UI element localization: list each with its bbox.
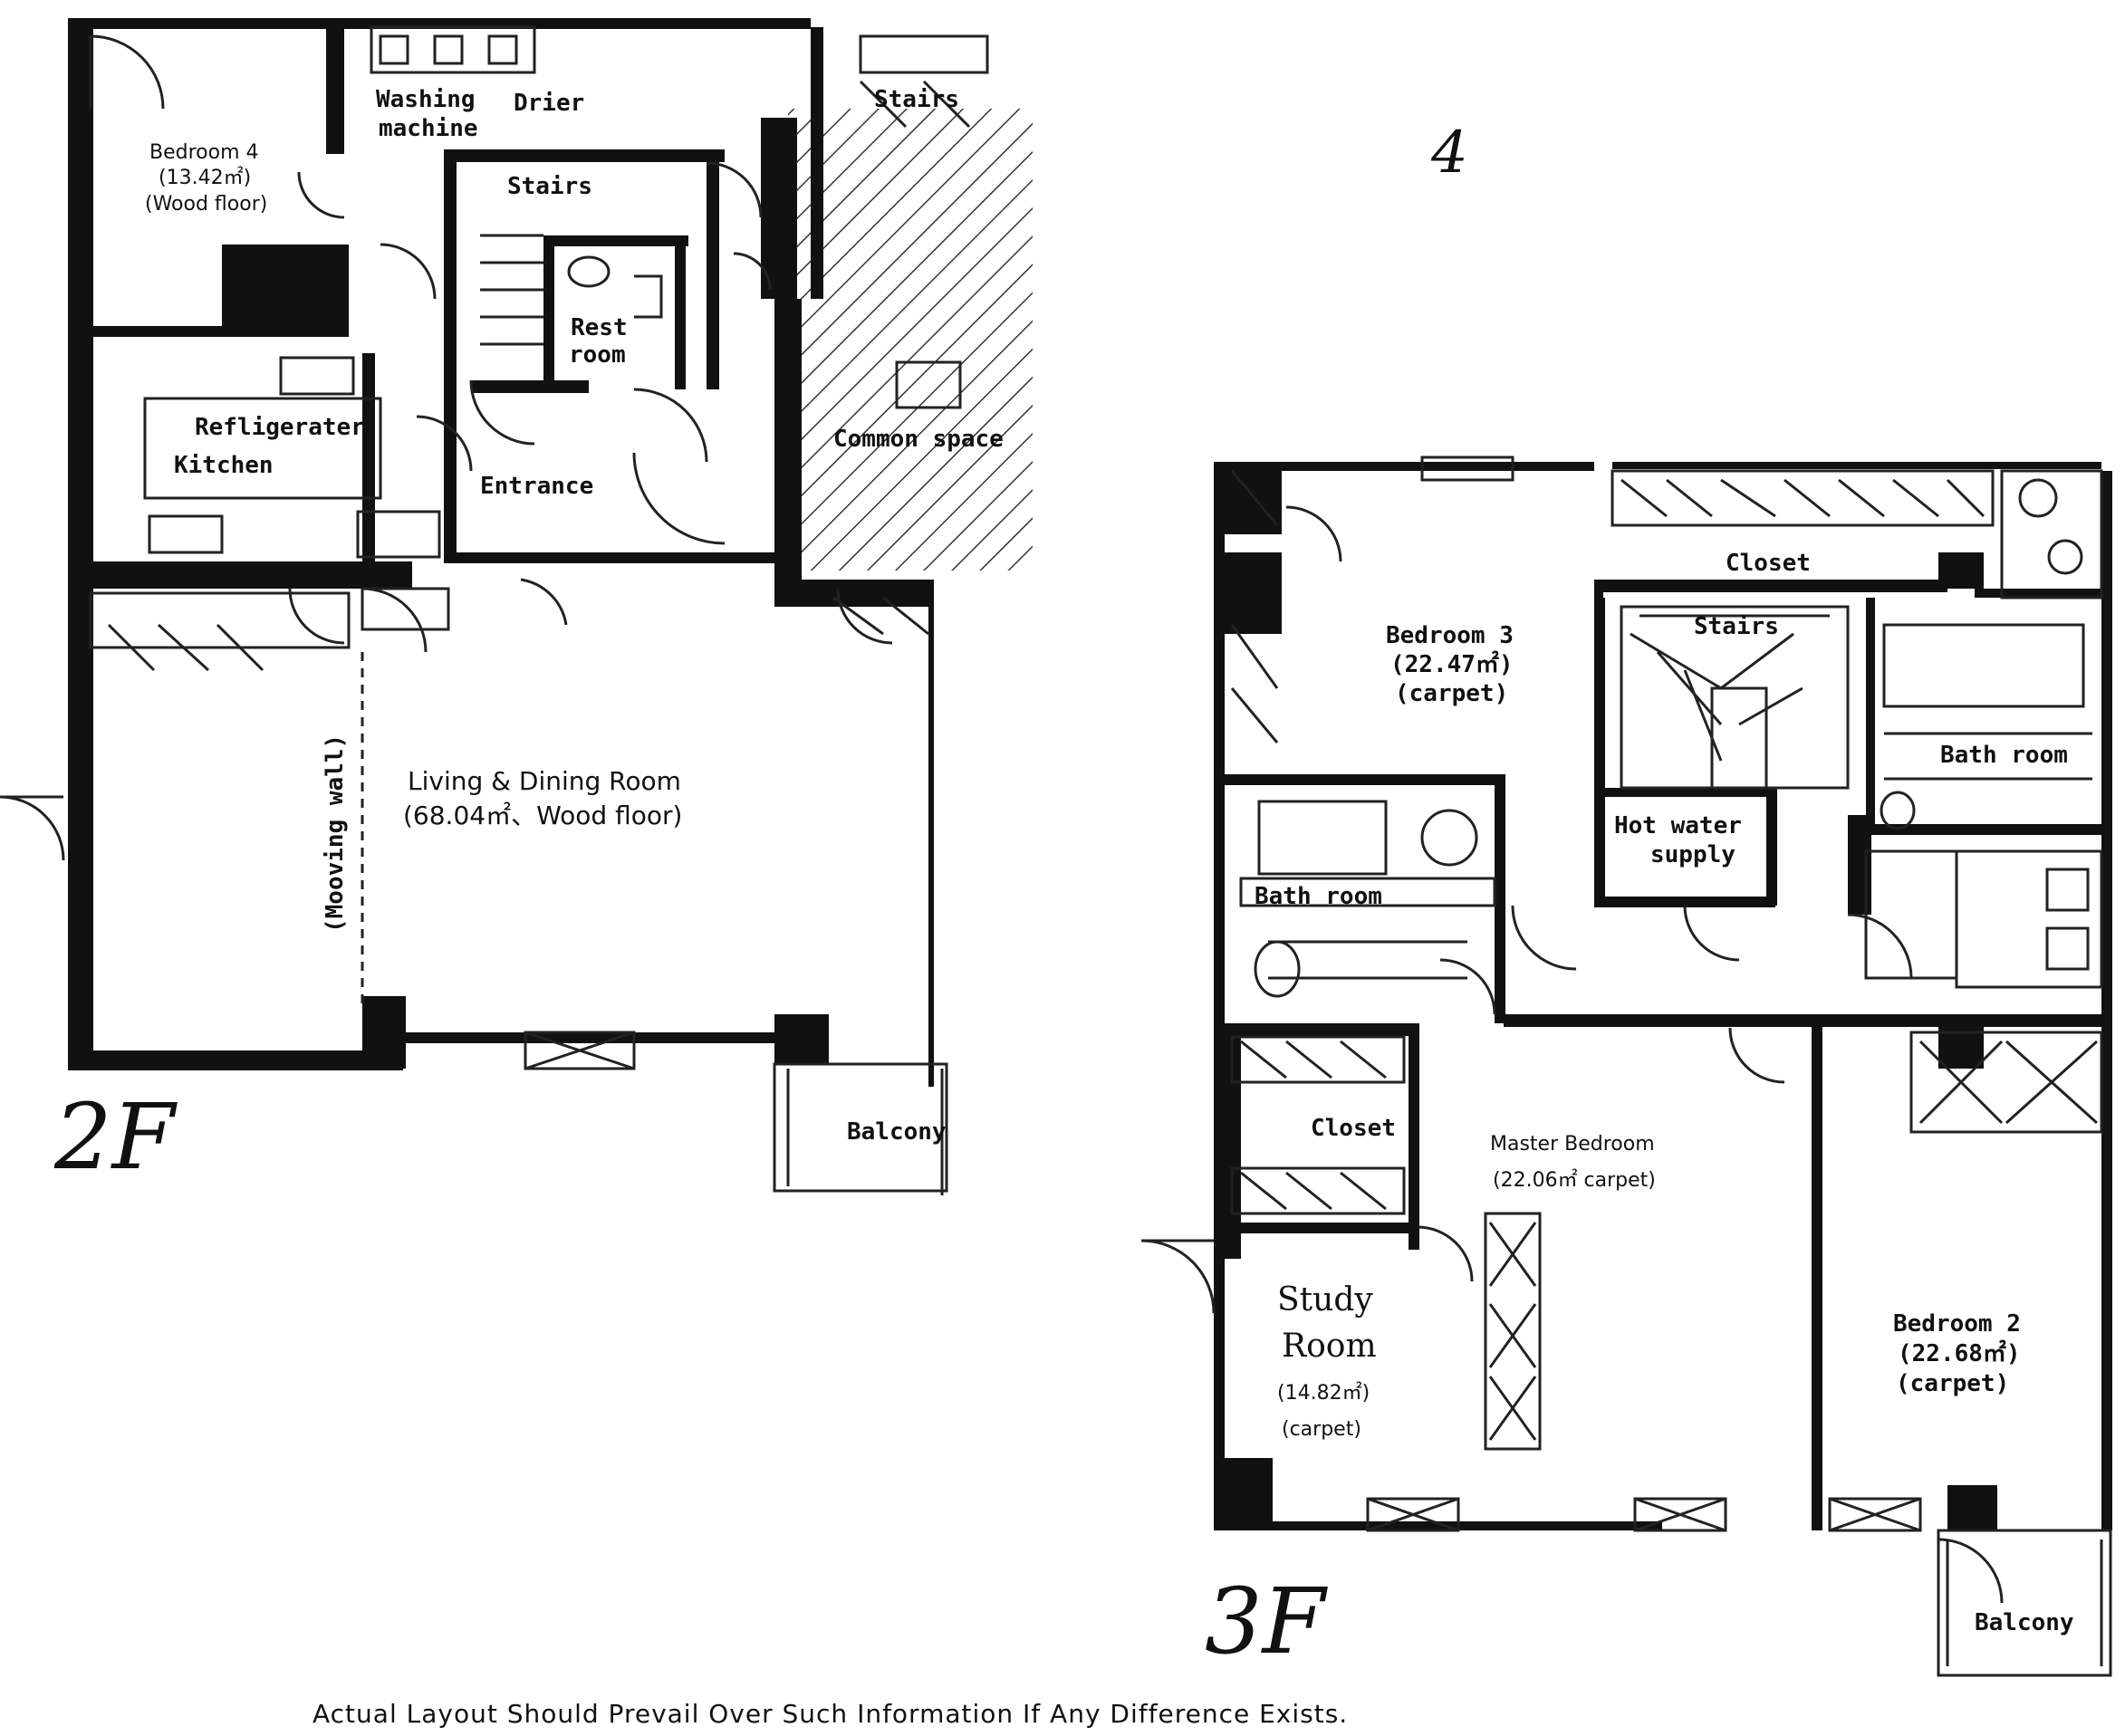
bath-left-label: Bath room xyxy=(1255,883,1382,910)
living-dining-area: (68.04㎡、Wood floor) xyxy=(403,801,682,830)
common-space-label: Common space xyxy=(833,426,1004,453)
floor-label-3f: 3F xyxy=(1205,1568,1329,1674)
floor-label-2f: 2F xyxy=(53,1084,178,1190)
stairs-label-2f: Stairs xyxy=(507,173,592,200)
floor-3f-plan xyxy=(1140,456,2112,1677)
study-room-name-2: Room xyxy=(1282,1328,1377,1365)
disclaimer-note: Actual Layout Should Prevail Over Such I… xyxy=(312,1699,1348,1729)
study-room-floor: (carpet) xyxy=(1282,1418,1361,1441)
bedroom3-name: Bedroom 3 xyxy=(1386,622,1514,649)
stairs-label-3f: Stairs xyxy=(1694,613,1779,640)
closet-left-label: Closet xyxy=(1311,1115,1396,1142)
rest-room-label-2: room xyxy=(569,341,626,369)
balcony-label-2f: Balcony xyxy=(847,1118,947,1146)
living-dining-name: Living & Dining Room xyxy=(408,766,681,796)
study-room-name-1: Study xyxy=(1277,1281,1373,1319)
closet-top-label: Closet xyxy=(1726,550,1811,577)
hot-water-label-1: Hot xyxy=(249,251,292,278)
washing-machine-label-1: Washing xyxy=(376,86,476,113)
washing-machine-label-2: machine xyxy=(379,115,478,142)
moving-wall-label: (Mooving wall) xyxy=(322,734,349,933)
entrance-label: Entrance xyxy=(480,473,593,500)
page-mark: 4 xyxy=(1430,120,1468,187)
rest-room-label-1: Rest xyxy=(571,314,628,341)
stairs-top-label-2f: Stairs xyxy=(874,86,959,113)
bedroom4-floor: (Wood floor) xyxy=(145,193,267,216)
refrigerator-label: Refligerater xyxy=(195,414,365,441)
study-room-area: (14.82㎡) xyxy=(1277,1381,1370,1405)
drier-label: Drier xyxy=(514,90,584,117)
hot-water-3f-label-2: supply xyxy=(1650,841,1736,868)
common-space-hatch xyxy=(788,109,1033,571)
bedroom2-name: Bedroom 2 xyxy=(1893,1310,2021,1338)
hot-water-label-3: supply xyxy=(249,298,334,325)
bedroom4-area: (13.42㎡) xyxy=(159,166,251,189)
floor-2f-plan xyxy=(0,18,1033,1195)
hot-water-label-2: water xyxy=(249,274,320,302)
bedroom2-area: (22.68㎡) xyxy=(1898,1339,2021,1367)
hot-water-3f-label-1: Hot water xyxy=(1614,812,1742,839)
bath-right-label: Bath room xyxy=(1940,742,2068,769)
kitchen-label: Kitchen xyxy=(174,452,274,479)
balcony-label-3f: Balcony xyxy=(1975,1609,2074,1636)
bedroom3-area: (22.47㎡) xyxy=(1390,650,1514,678)
bedroom3-floor: (carpet) xyxy=(1395,680,1508,707)
bedroom4-name: Bedroom 4 xyxy=(149,141,259,164)
master-bedroom-area: (22.06㎡ carpet) xyxy=(1493,1168,1656,1192)
master-bedroom-name: Master Bedroom xyxy=(1490,1133,1655,1156)
bedroom2-floor: (carpet) xyxy=(1896,1370,2009,1397)
